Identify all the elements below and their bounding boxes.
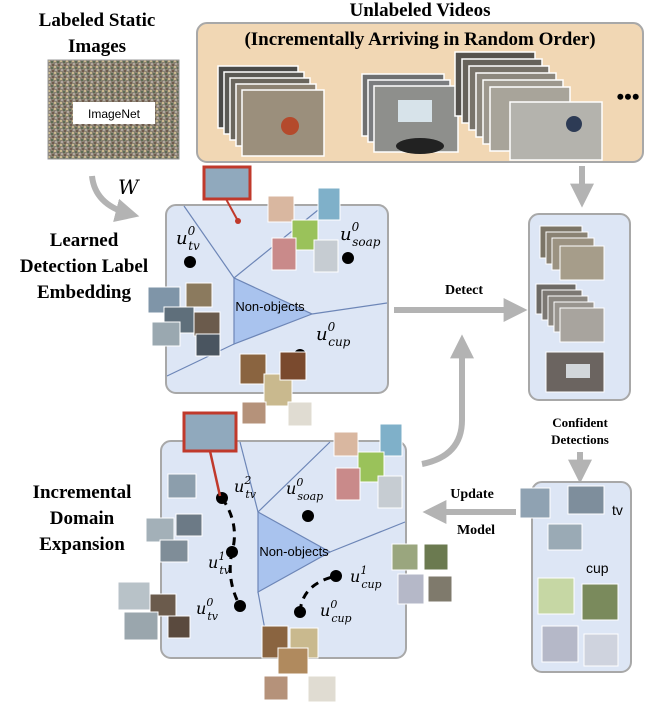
tv-thumbnails-top [147,282,221,357]
cup-thumbnails-top [239,351,313,427]
u-cup1-point [330,570,342,582]
detection-frames-panel [528,213,631,401]
u-soap-point [342,252,354,264]
non-objects-label-bottom: Non-objects [259,544,329,559]
confident-detections-panel: tv cup [519,481,632,673]
highlighted-tv-thumbnail-top [202,165,252,201]
non-objects-region-bottom [257,510,332,594]
expansion-title-line2: Domain [50,508,115,529]
labeled-static-title-line2: Images [68,36,126,57]
embedding-title-line1: Learned [50,230,119,251]
w-symbol: W [118,175,140,199]
cup-thumbnails-bottom [261,543,453,703]
expansion-title-line1: Incremental [33,482,132,503]
u-tv2-point [216,492,228,504]
model-label: Model [457,523,495,538]
tv-detections-label: tv [612,502,623,518]
unlabeled-videos-title-line2: (Incrementally Arriving in Random Order) [244,29,595,50]
soap-thumbnails-top [267,187,341,273]
u-cup0-point [294,606,306,618]
non-objects-label-top: Non-objects [235,299,305,314]
video-stack-2 [361,73,459,154]
soap-thumbnails-bottom [333,423,403,509]
confident-label-line1: Confident [552,415,608,430]
imagenet-thumbnail: ImageNet [47,59,180,160]
detect-label: Detect [445,283,483,298]
u-tv0-point [234,600,246,612]
tv-thumbnails-bottom [117,473,203,641]
highlighted-tv-thumbnail-bottom [182,411,238,453]
embedding-title-line3: Embedding [37,282,131,303]
non-objects-region-top [233,277,314,345]
w-arrow [89,175,140,223]
video-stack-3 [454,51,603,161]
ellipsis: ••• [616,84,639,109]
update-label: Update [450,487,494,502]
confident-label-line2: Detections [551,432,609,447]
expansion-title-line3: Expansion [39,534,125,555]
expansion-to-detect-arrow [421,334,474,467]
imagenet-label: ImageNet [88,107,141,121]
labeled-static-title-line1: Labeled Static [39,10,156,31]
u-tv1-point [226,546,238,558]
video-stack-1 [217,65,325,157]
u-tv-point [184,256,196,268]
cup-detections-label: cup [586,560,609,576]
embedding-title-line2: Detection Label [20,256,148,277]
u-soap-bottom-point [302,510,314,522]
unlabeled-videos-title-line1: Unlabeled Videos [350,0,491,21]
